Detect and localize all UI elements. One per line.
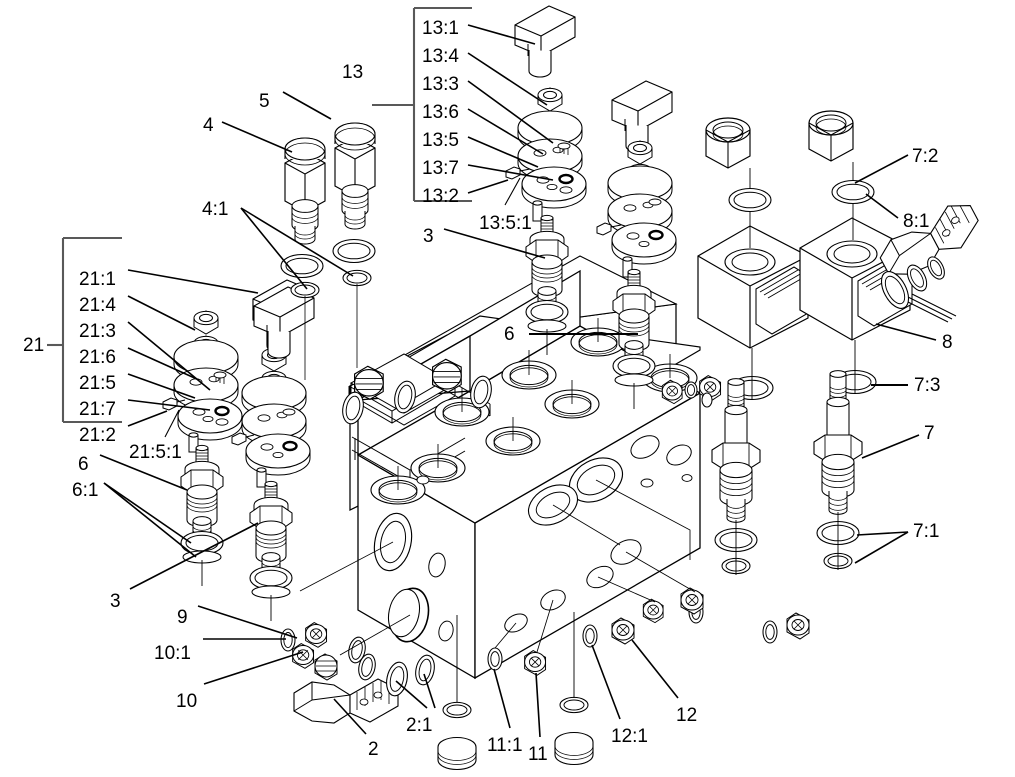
callout-21: 21 [23, 335, 45, 356]
callout-8-1: 8:1 [903, 211, 930, 232]
callout-5: 5 [259, 91, 270, 112]
callout-2-1: 2:1 [406, 715, 433, 736]
callout-10: 10 [176, 691, 198, 712]
callout-13-6: 13:6 [422, 102, 459, 123]
callout-4: 4 [203, 115, 214, 136]
callout-21-3: 21:3 [79, 321, 116, 342]
callout-11: 11 [528, 744, 548, 765]
right-cartridge-assembly [873, 196, 987, 309]
callout-13-1: 13:1 [422, 18, 459, 39]
callout-21-7: 21:7 [79, 399, 116, 420]
callout-21-5-1: 21:5:1 [129, 442, 182, 463]
callout-7-3: 7:3 [914, 375, 941, 396]
small-fittings-right [661, 375, 722, 408]
callout-21-6: 21:6 [79, 347, 116, 368]
callout-21-4: 21:4 [79, 295, 116, 316]
leader-lines [99, 24, 937, 738]
callout-13-2: 13:2 [422, 186, 459, 207]
callout-7: 7 [924, 423, 935, 444]
callout-13: 13 [342, 62, 364, 83]
callout-2: 2 [368, 739, 379, 760]
callout-21-2: 21:2 [79, 425, 116, 446]
callout-12: 12 [676, 705, 698, 726]
callout-7-1: 7:1 [913, 521, 940, 542]
callout-6-left: 6 [78, 454, 89, 475]
callout-6-1: 6:1 [72, 480, 99, 501]
knob-assembly-21 [162, 280, 314, 586]
callout-7-2: 7:2 [912, 146, 939, 167]
callout-8: 8 [942, 332, 953, 353]
bracket-21-rule [47, 236, 122, 424]
manifold-front-left-ports [373, 475, 454, 643]
callout-21-5: 21:5 [79, 373, 116, 394]
callout-13-5: 13:5 [422, 130, 459, 151]
callout-10-1: 10:1 [154, 643, 191, 664]
callout-11-1: 11:1 [487, 735, 523, 756]
callout-12-1: 12:1 [611, 726, 648, 747]
callout-13-5-1: 13:5:1 [479, 213, 532, 234]
callout-3-left: 3 [110, 591, 121, 612]
callout-13-7: 13:7 [422, 158, 459, 179]
callout-13-4: 13:4 [422, 46, 459, 67]
callout-9: 9 [177, 607, 188, 628]
cylinder-valves-4-5 [280, 122, 376, 380]
knob-assembly-13-second [596, 80, 677, 409]
callout-6-mid: 6 [504, 324, 515, 345]
bracket-13-rule [372, 6, 472, 203]
knob-assembly-21-second [231, 279, 314, 621]
manifold-shelf-fittings [342, 358, 492, 425]
thin-leaders [299, 318, 696, 656]
callout-13-3: 13:3 [422, 74, 459, 95]
callout-4-1: 4:1 [202, 199, 229, 220]
callout-21-1: 21:1 [79, 269, 116, 290]
solenoid-coil-right [799, 110, 957, 570]
callout-3-top: 3 [423, 226, 434, 247]
solenoid-coil-left [697, 117, 855, 575]
